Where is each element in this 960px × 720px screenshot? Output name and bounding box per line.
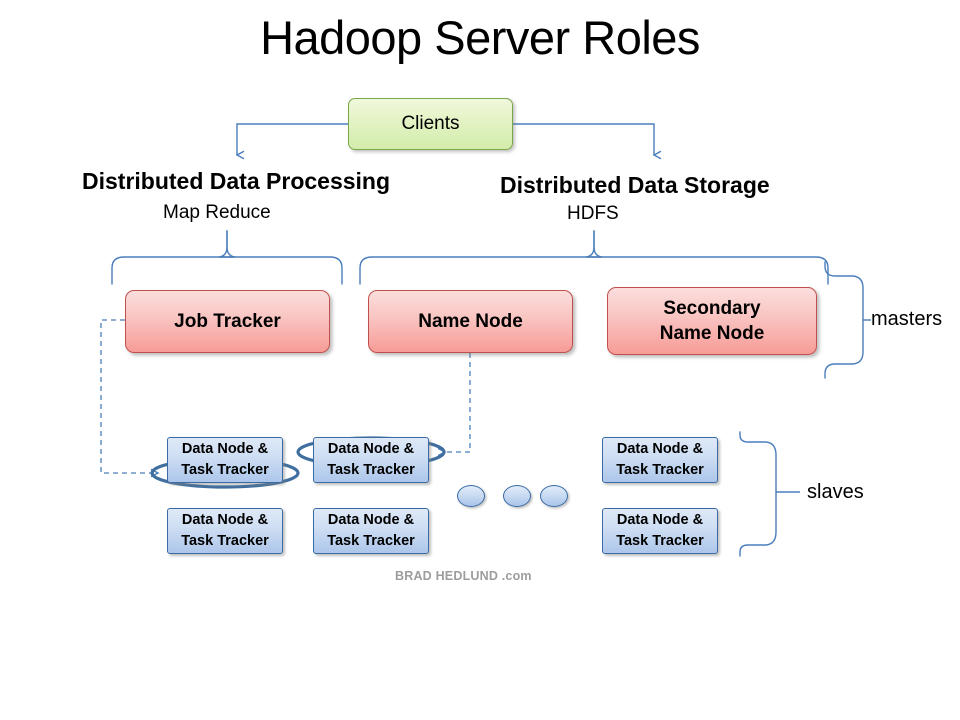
slave-node-line2: Task Tracker	[616, 462, 704, 478]
page-title: Hadoop Server Roles	[260, 11, 700, 64]
slave-node-line1: Data Node &	[327, 512, 415, 528]
connector-clients-to-processing	[235, 123, 348, 160]
slave-node-line1: Data Node &	[616, 441, 704, 457]
secondary-name-node-box[interactable]: Secondary Name Node	[607, 287, 817, 355]
slaves-group-label: slaves	[807, 481, 864, 503]
slave-node-c2r1[interactable]: Data Node & Task Tracker	[313, 437, 429, 483]
brace-masters	[824, 261, 871, 379]
brace-slaves	[739, 431, 800, 557]
slave-node-line1: Data Node &	[616, 512, 704, 528]
slave-node-line2: Task Tracker	[327, 462, 415, 478]
masters-group-label: masters	[871, 308, 943, 330]
slave-node-line1: Data Node &	[181, 512, 269, 528]
slave-node-line2: Task Tracker	[181, 462, 269, 478]
ellipsis-dot-3	[540, 485, 568, 507]
clients-box[interactable]: Clients	[348, 98, 513, 150]
ellipsis-dot-1	[457, 485, 485, 507]
watermark-brad-hedlund: BRAD HEDLUND .com	[395, 569, 532, 583]
subheading-hdfs: HDFS	[567, 203, 619, 224]
slave-node-line1: Data Node &	[181, 441, 269, 457]
slave-node-line2: Task Tracker	[616, 533, 704, 549]
brace-mapreduce	[111, 230, 343, 285]
job-tracker-label: Job Tracker	[174, 311, 281, 332]
slave-node-c3r1[interactable]: Data Node & Task Tracker	[602, 437, 718, 483]
brace-hdfs	[359, 230, 829, 285]
ellipsis-dot-2	[503, 485, 531, 507]
heading-distributed-data-processing: Distributed Data Processing	[82, 168, 391, 194]
secondary-name-node-line2: Name Node	[659, 323, 765, 344]
slave-node-c3r2[interactable]: Data Node & Task Tracker	[602, 508, 718, 554]
subheading-map-reduce: Map Reduce	[163, 202, 271, 223]
slave-node-c1r2[interactable]: Data Node & Task Tracker	[167, 508, 283, 554]
connector-clients-to-storage	[513, 123, 662, 160]
dashed-namenode-to-datanode	[437, 353, 471, 457]
heading-distributed-data-storage: Distributed Data Storage	[500, 172, 770, 198]
secondary-name-node-line1: Secondary	[663, 298, 761, 319]
slave-node-line2: Task Tracker	[181, 533, 269, 549]
clients-label: Clients	[401, 113, 460, 134]
slave-node-c1r1[interactable]: Data Node & Task Tracker	[167, 437, 283, 483]
slave-node-c2r2[interactable]: Data Node & Task Tracker	[313, 508, 429, 554]
name-node-box[interactable]: Name Node	[368, 290, 573, 353]
slave-node-line1: Data Node &	[327, 441, 415, 457]
name-node-label: Name Node	[418, 311, 523, 332]
slave-node-line2: Task Tracker	[327, 533, 415, 549]
job-tracker-box[interactable]: Job Tracker	[125, 290, 330, 353]
